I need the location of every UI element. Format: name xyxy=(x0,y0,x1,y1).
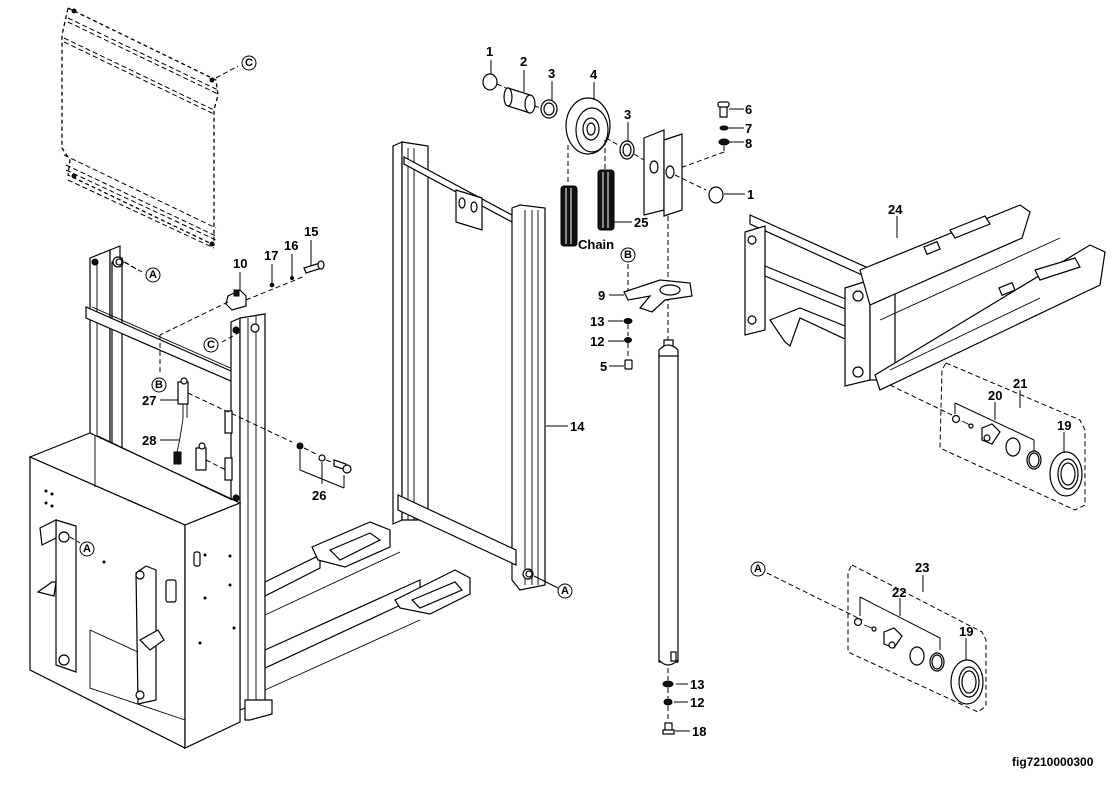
bracket-9-assembly xyxy=(623,264,693,370)
lower-forks xyxy=(264,521,471,691)
callout-23: 23 xyxy=(915,560,929,575)
callout-numbers: 1 2 3 4 3 6 7 8 1 25 24 9 13 12 5 10 17 … xyxy=(142,44,1071,739)
chain-right xyxy=(597,169,615,231)
callout-15: 15 xyxy=(304,224,318,239)
sheave-assembly xyxy=(482,73,730,217)
callout-25: 25 xyxy=(634,215,648,230)
fork-carriage xyxy=(744,204,1106,391)
ref-marker-b-left: B xyxy=(151,377,167,393)
callout-20: 20 xyxy=(988,388,1002,403)
svg-text:A: A xyxy=(754,563,762,575)
callout-16: 16 xyxy=(284,238,298,253)
callout-18: 18 xyxy=(692,724,706,739)
lift-cylinder xyxy=(658,339,679,735)
chain-label: Chain xyxy=(578,237,614,252)
ref-marker-a-left-upper: A xyxy=(123,261,161,283)
callout-1b: 1 xyxy=(747,187,754,202)
callout-17: 17 xyxy=(264,248,278,263)
svg-text:B: B xyxy=(624,249,632,261)
callout-12a: 12 xyxy=(590,334,604,349)
callout-19b: 19 xyxy=(959,624,973,639)
callout-27: 27 xyxy=(142,393,156,408)
callout-10: 10 xyxy=(233,256,247,271)
callout-12b: 12 xyxy=(690,695,704,710)
ref-marker-a-box: A xyxy=(69,536,95,557)
svg-text:C: C xyxy=(245,57,253,69)
svg-text:A: A xyxy=(83,543,91,555)
ref-marker-a-wheel: A xyxy=(750,561,766,577)
callout-22: 22 xyxy=(892,585,906,600)
bracket-10-assembly xyxy=(124,260,325,375)
ref-marker-c-top: C xyxy=(241,55,257,71)
svg-text:B: B xyxy=(155,379,163,391)
base-box xyxy=(28,432,242,749)
callout-5: 5 xyxy=(600,359,607,374)
callout-1a: 1 xyxy=(486,44,493,59)
chain-left xyxy=(560,185,578,247)
ref-marker-b-bracket: B xyxy=(620,247,636,263)
svg-text:A: A xyxy=(149,269,157,281)
callout-14: 14 xyxy=(570,419,585,434)
svg-text:C: C xyxy=(207,339,215,351)
wheel-assembly-23 xyxy=(766,564,987,713)
callout-8: 8 xyxy=(745,136,752,151)
callout-28: 28 xyxy=(142,433,156,448)
mast-inner-frame xyxy=(392,141,559,591)
wheel-assembly-21 xyxy=(889,362,1086,511)
switch-assembly xyxy=(173,377,352,489)
figure-id: fig7210000300 xyxy=(1012,755,1094,769)
callout-6: 6 xyxy=(745,102,752,117)
callout-7: 7 xyxy=(745,121,752,136)
callout-13b: 13 xyxy=(690,677,704,692)
callout-24: 24 xyxy=(888,202,903,217)
callout-21: 21 xyxy=(1013,376,1027,391)
callout-19a: 19 xyxy=(1057,418,1071,433)
callout-26: 26 xyxy=(312,488,326,503)
callout-9: 9 xyxy=(598,288,605,303)
ref-marker-c-mid: C xyxy=(203,337,219,353)
callout-3b: 3 xyxy=(624,107,631,122)
leader-lines xyxy=(160,60,898,732)
svg-text:A: A xyxy=(561,585,569,597)
cover-panel xyxy=(61,7,239,249)
ref-marker-a-mast: A xyxy=(557,583,573,599)
callout-3a: 3 xyxy=(548,66,555,81)
callout-4: 4 xyxy=(590,67,598,82)
callout-2: 2 xyxy=(520,54,527,69)
callout-13a: 13 xyxy=(590,314,604,329)
